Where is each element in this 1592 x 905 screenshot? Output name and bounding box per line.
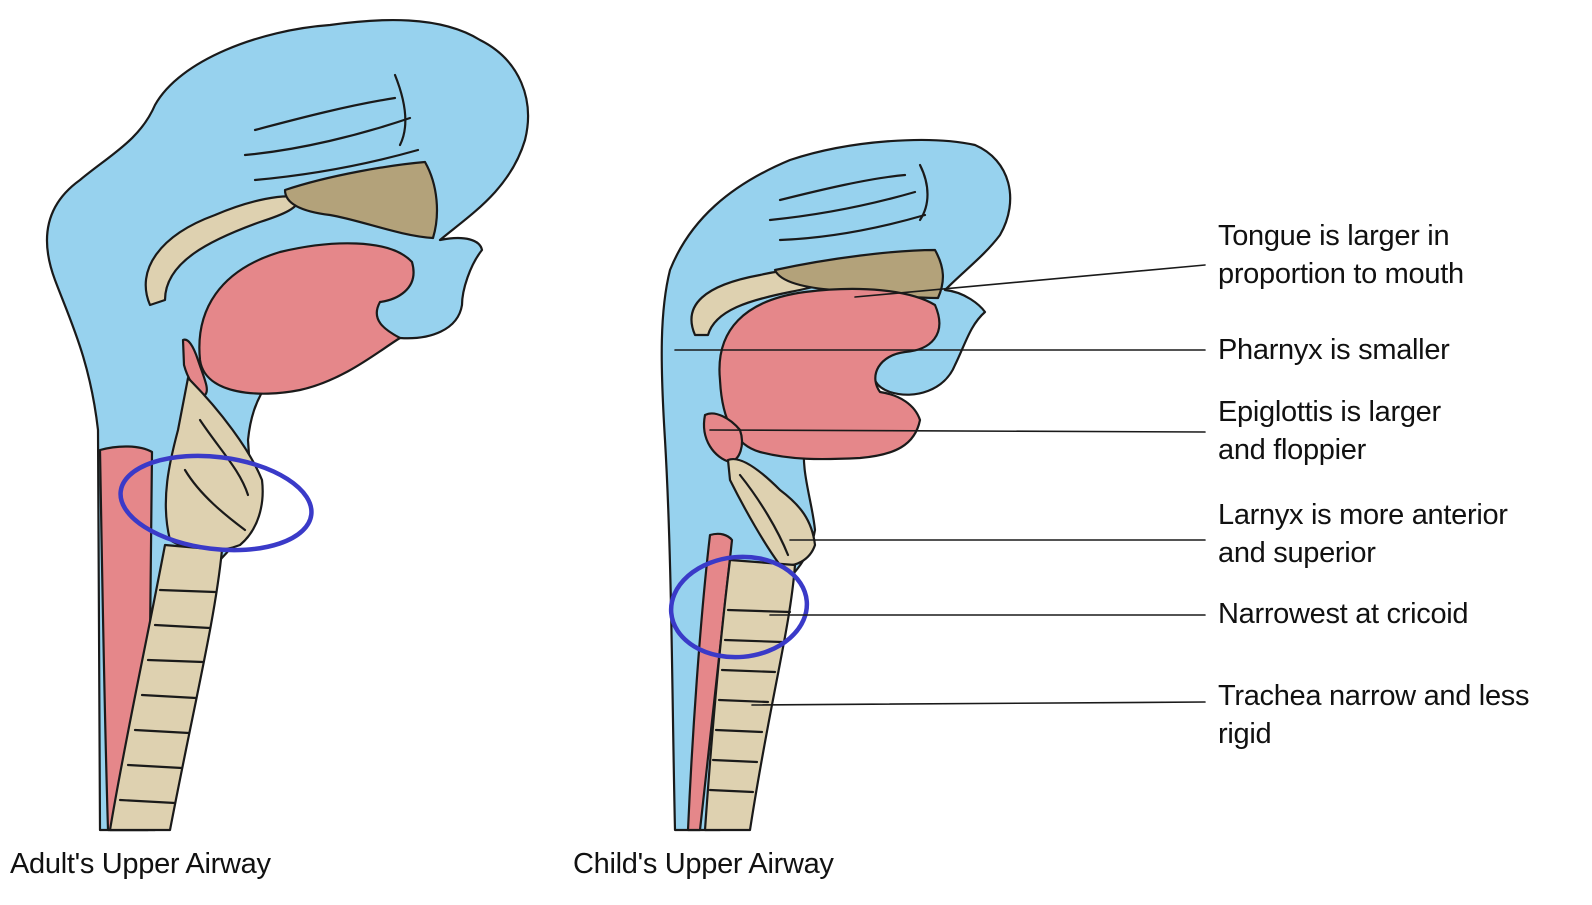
label-trachea-line1: Trachea narrow and less [1218,677,1529,715]
label-tongue-line2: proportion to mouth [1218,255,1464,293]
label-pharynx: Pharnyx is smaller [1218,331,1450,369]
label-tongue: Tongue is larger in proportion to mouth [1218,217,1464,293]
child-caption: Child's Upper Airway [573,848,834,881]
label-epiglottis-line1: Epiglottis is larger [1218,393,1441,431]
adult-airway-illustration [47,20,528,830]
label-cricoid-line1: Narrowest at cricoid [1218,595,1468,633]
adult-caption: Adult's Upper Airway [10,848,271,881]
child-airway-illustration [662,140,1010,830]
label-larynx: Larnyx is more anterior and superior [1218,496,1508,572]
label-cricoid: Narrowest at cricoid [1218,595,1468,633]
label-larynx-line2: and superior [1218,534,1508,572]
label-tongue-line1: Tongue is larger in [1218,217,1464,255]
label-trachea-line2: rigid [1218,715,1529,753]
label-epiglottis: Epiglottis is larger and floppier [1218,393,1441,469]
leader-trachea [752,702,1205,705]
label-trachea: Trachea narrow and less rigid [1218,677,1529,753]
label-larynx-line1: Larnyx is more anterior [1218,496,1508,534]
label-pharynx-line1: Pharnyx is smaller [1218,331,1450,369]
label-epiglottis-line2: and floppier [1218,431,1441,469]
